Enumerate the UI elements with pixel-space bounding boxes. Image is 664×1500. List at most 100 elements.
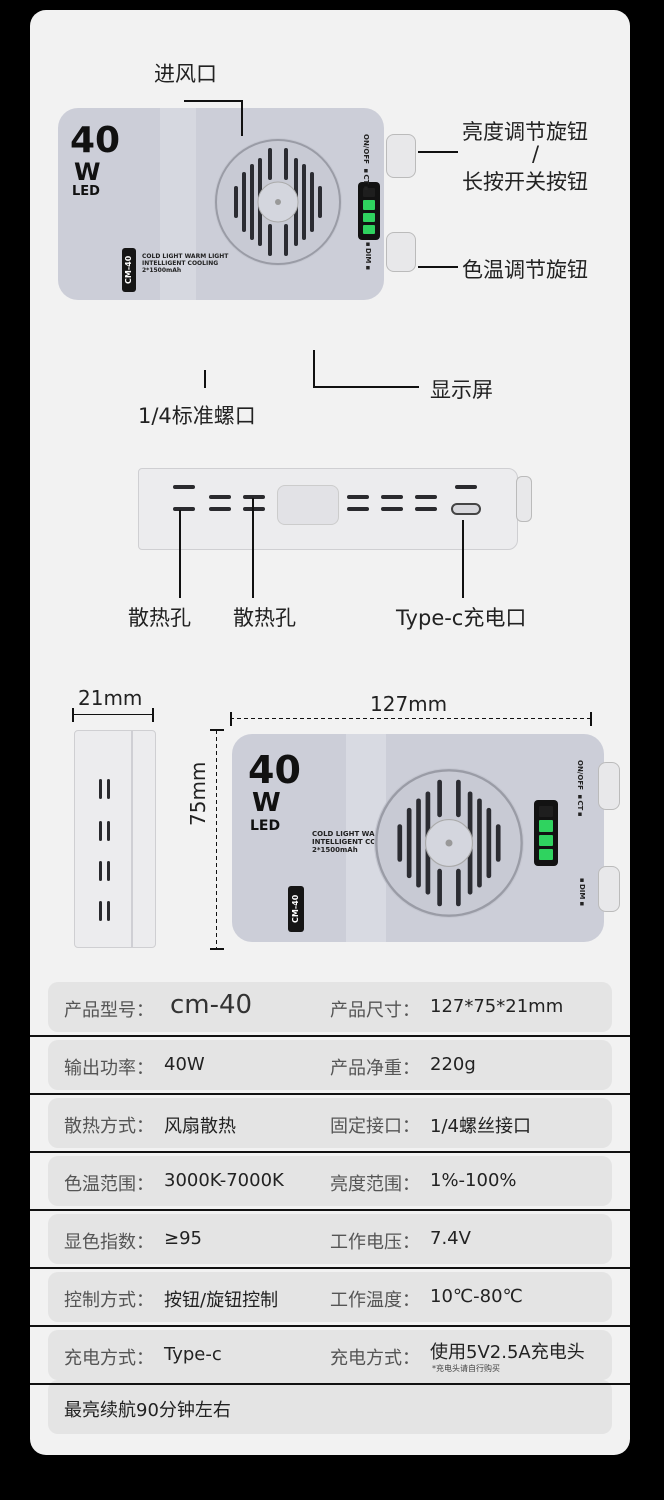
callout-typec: Type-c充电口	[396, 606, 527, 630]
device-power-unit: W	[252, 788, 281, 818]
spec-label: 产品尺寸：	[330, 1000, 420, 1021]
leader-typec	[462, 520, 464, 598]
device-model-tag: CM-40	[122, 248, 136, 292]
dim-thickness: 21mm	[78, 686, 143, 710]
leader-brightness	[418, 151, 458, 153]
dim-height: 75mm	[186, 761, 210, 826]
device-desc: COLD LIGHT WARM LIGHT INTELLIGENT COOLIN…	[312, 830, 413, 854]
device-desc-line2: INTELLIGENT COOLING	[312, 838, 401, 847]
leader-display-v	[313, 350, 315, 388]
spec-value: 220g	[430, 1054, 476, 1075]
spec-value: 1/4螺丝接口	[430, 1116, 531, 1137]
dim-thickness-tick-l	[72, 708, 74, 722]
vent-slot	[99, 821, 102, 841]
vent-slot	[99, 861, 102, 881]
leader-color-temp	[418, 266, 458, 268]
brightness-knob[interactable]	[386, 134, 416, 178]
device-desc-line1: COLD LIGHT WARM LIGHT	[312, 830, 413, 838]
spec-label: 控制方式：	[64, 1290, 154, 1311]
spec-value: 按钮/旋钮控制	[164, 1290, 279, 1311]
device-power-number: 40	[70, 120, 121, 161]
ct-label: ON/OFF ▪CT▪	[362, 134, 371, 193]
vent-slot	[347, 495, 369, 499]
spec-label: 固定接口：	[330, 1116, 420, 1137]
vent-slot	[173, 507, 195, 511]
spec-value: ≥95	[164, 1228, 202, 1249]
spec-value: Type-c	[164, 1344, 222, 1365]
battery-bar	[539, 806, 553, 818]
vent-slot	[107, 779, 110, 799]
callout-vent1: 散热孔	[128, 606, 191, 630]
fan-grille-icon	[215, 139, 341, 265]
row-divider	[30, 1035, 630, 1037]
device-desc-line3: 2*1500mAh	[142, 266, 182, 274]
device-desc-line2: INTELLIGENT COOLING	[142, 259, 219, 267]
dim-thickness-tick-r	[152, 708, 154, 722]
dim-label: ▪DIM▪	[364, 240, 373, 272]
dim-thickness-line	[72, 714, 154, 715]
typec-port[interactable]	[451, 503, 481, 515]
spec-label: 色温范围：	[64, 1174, 154, 1195]
vent-slot	[243, 507, 265, 511]
leader-vent2	[252, 498, 254, 598]
vent-slot	[347, 507, 369, 511]
spec-value: 风扇散热	[164, 1116, 236, 1137]
device-power-unit: W	[74, 158, 101, 186]
spec-value: 127*75*21mm	[430, 996, 564, 1017]
vent-slot	[243, 495, 265, 499]
device-side-view	[138, 468, 518, 550]
device-model-tag: CM-40	[288, 886, 304, 932]
callout-long-press: 长按开关按钮	[462, 170, 588, 194]
end-view-edge	[131, 731, 133, 947]
leader-display-h	[313, 386, 419, 388]
device-power-number: 40	[248, 748, 301, 792]
device-led-label: LED	[250, 818, 281, 834]
battery-bar	[539, 820, 553, 832]
brightness-knob[interactable]	[598, 762, 620, 810]
vent-slot	[99, 901, 102, 921]
fan-grille	[374, 768, 524, 918]
side-knob[interactable]	[516, 476, 532, 522]
spec-value: 10℃-80℃	[430, 1286, 523, 1307]
callout-air-inlet: 进风口	[154, 62, 217, 86]
device-grip	[160, 108, 196, 300]
spec-label: 充电方式：	[64, 1348, 154, 1369]
vent-slot	[107, 861, 110, 881]
vent-slot	[415, 495, 437, 499]
product-card: 40 W LED CM-40 COLD LIGHT WARM LIGHT INT…	[30, 10, 630, 1455]
row-divider	[30, 1267, 630, 1269]
battery-bar	[539, 834, 553, 846]
spec-label: 产品净重：	[330, 1058, 420, 1079]
vent-slot	[455, 485, 477, 489]
dim-width-tick-r	[590, 712, 592, 726]
callout-brightness-knob: 亮度调节旋钮	[462, 120, 588, 144]
dim-width-line	[230, 718, 592, 719]
spec-label: 亮度范围：	[330, 1174, 420, 1195]
row-divider	[30, 1383, 630, 1385]
row-divider	[30, 1093, 630, 1095]
ct-label: ON/OFF ▪CT▪	[576, 760, 585, 819]
spec-value: cm-40	[170, 990, 253, 1020]
spec-label: 充电方式：	[330, 1348, 420, 1369]
spec-value: 40W	[164, 1054, 205, 1075]
row-divider	[30, 1151, 630, 1153]
dim-label: ▪DIM▪	[578, 876, 587, 908]
dim-width-tick-l	[230, 712, 232, 726]
spec-value: 使用5V2.5A充电头	[430, 1342, 585, 1363]
fan-grille	[214, 138, 342, 266]
leader-air-inlet-h	[184, 100, 242, 102]
color-temp-knob[interactable]	[386, 232, 416, 272]
row-divider	[30, 1325, 630, 1327]
spec-value: 3000K-7000K	[164, 1170, 284, 1191]
fan-grille-icon	[375, 769, 523, 917]
leader-screw	[204, 370, 206, 388]
color-temp-knob[interactable]	[598, 866, 620, 912]
device-desc-line1: COLD LIGHT WARM LIGHT	[142, 253, 229, 260]
vent-slot	[381, 507, 403, 511]
display-screen	[534, 800, 558, 866]
device-led-label: LED	[72, 184, 100, 199]
